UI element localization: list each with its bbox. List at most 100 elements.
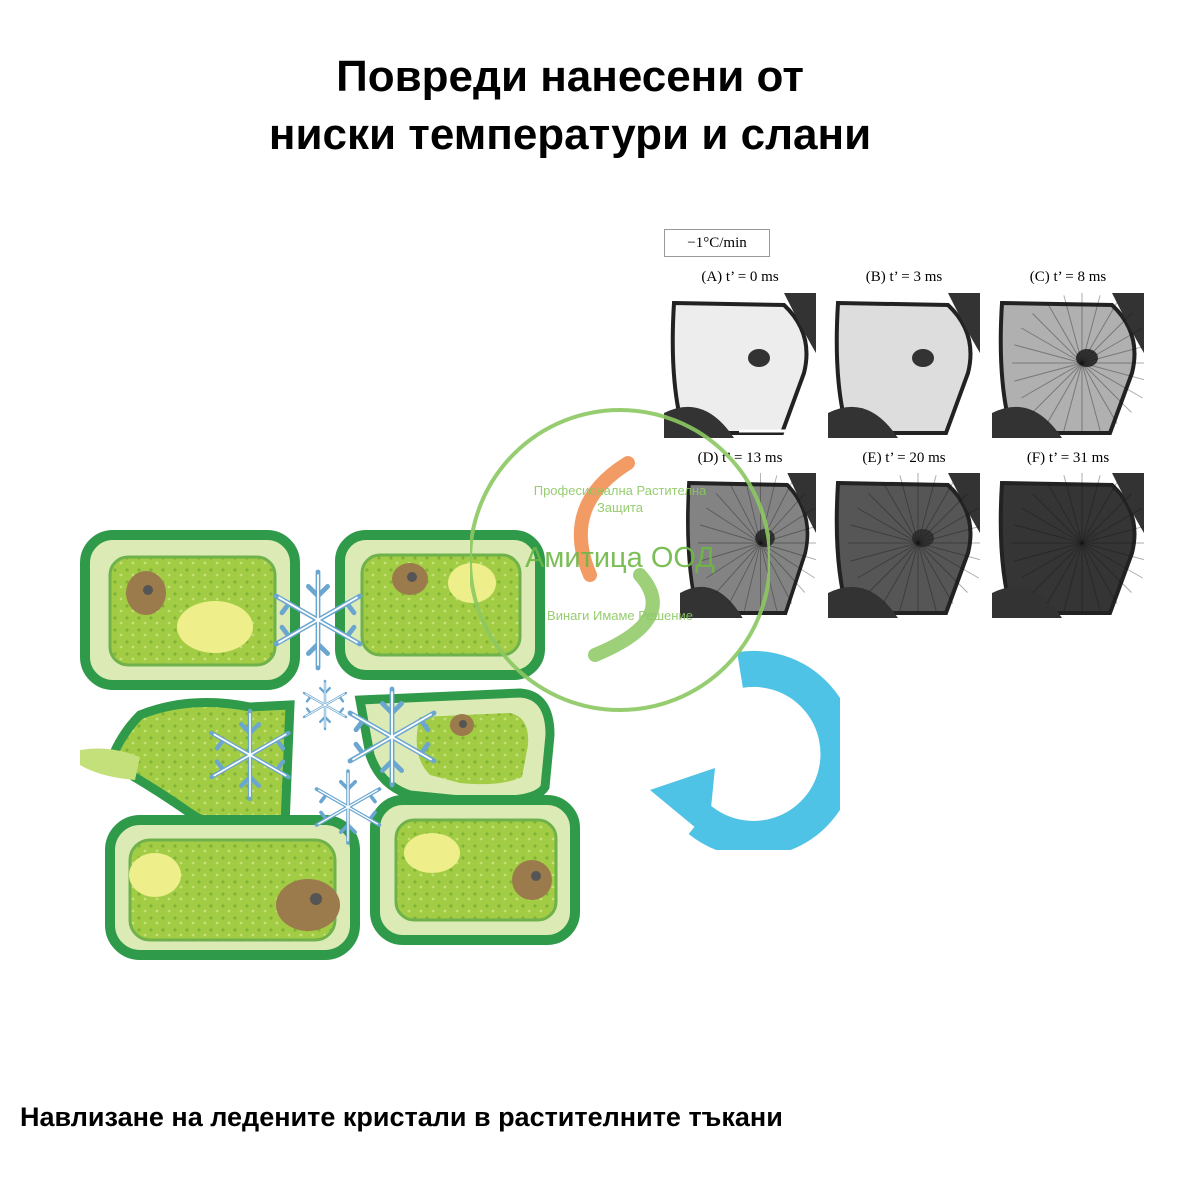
ice-front-streak [1063, 542, 1083, 611]
ice-front-streak [1081, 507, 1143, 544]
nucleus-spot [1076, 349, 1098, 367]
ice-front-streak [760, 475, 778, 544]
neighbour-cell [828, 406, 898, 438]
panel-label-d: (D) t’ = 13 ms [697, 450, 783, 466]
ice-front-streak [706, 507, 761, 544]
nucleus-spot [748, 349, 770, 367]
ice-front-streak [760, 525, 816, 544]
ice-front-streak [1021, 542, 1083, 579]
ice-front-streak [917, 493, 968, 544]
ice-front-streak [917, 507, 979, 544]
ice-front-streak [917, 525, 980, 544]
ice-front-streak [760, 542, 793, 604]
ice-front-streak [1081, 327, 1143, 364]
ice-front-streak [917, 542, 954, 604]
neighbour-cell [787, 473, 816, 533]
panel-label-b: (B) t’ = 3 ms [865, 269, 943, 285]
ice-front-streak [706, 542, 761, 579]
ice-front-streak [899, 542, 919, 611]
company-logo-watermark [470, 408, 770, 712]
ice-front-streak [1081, 475, 1101, 544]
cell-bottom-right [370, 795, 580, 945]
ice-front-streak [1046, 302, 1083, 364]
ice-front-streak [1032, 542, 1083, 593]
ice-front-streak [1081, 542, 1143, 579]
caption: Навлизане на ледените кристали в растите… [20, 1102, 783, 1132]
ice-front-streak [1021, 327, 1083, 364]
ice-front-streak [868, 542, 919, 593]
ice-front-streak [1081, 362, 1143, 399]
watermark-slogan: Винаги Имаме Решение [547, 608, 693, 623]
ice-front-streak [882, 542, 919, 604]
ice-front-streak [1081, 542, 1144, 561]
nucleus-spot [1076, 529, 1098, 547]
micrograph-panel-c [992, 293, 1144, 438]
ice-front-streak [1014, 524, 1083, 544]
ice-front-streak [1081, 295, 1101, 364]
watermark-line-2: Защита [596, 500, 644, 515]
cell-middle-right [354, 688, 555, 806]
ice-front-streak [917, 542, 968, 593]
micrograph-panel-f [992, 473, 1144, 618]
ice-front-streak [1014, 542, 1083, 562]
ice-front-streak [760, 542, 816, 561]
plant-cells-illustration [80, 530, 580, 960]
ice-front-streak [850, 542, 919, 562]
micrograph-panel-e [828, 473, 980, 618]
ice-front-streak [715, 542, 761, 593]
ice-front-streak [1081, 362, 1101, 431]
ice-front-streak [1032, 493, 1083, 544]
ice-front-streak [1081, 482, 1118, 544]
ice-front-streak [699, 524, 761, 544]
ice-front-streak [1081, 493, 1132, 544]
neighbour-cell [1112, 293, 1144, 353]
ice-front-streak [868, 493, 919, 544]
micrograph-panel-a [664, 293, 816, 438]
ice-front-streak [1081, 302, 1118, 364]
watermark-line-1: Професионална Растителна [533, 483, 707, 498]
neighbour-cell [992, 406, 1062, 438]
ice-front-streak [728, 542, 761, 604]
ice-front-streak [1081, 362, 1118, 424]
ice-front-streak [743, 475, 761, 544]
neighbour-cell [784, 293, 816, 353]
ice-front-streak [1081, 362, 1132, 413]
ice-front-streak [1021, 507, 1083, 544]
ice-front-streak [917, 542, 979, 579]
cooling-rate-label: −1°C/min [664, 229, 770, 257]
ice-front-streak [917, 482, 954, 544]
ice-front-streak [1081, 542, 1132, 593]
neighbour-cell [828, 586, 898, 618]
micrograph-panel-b [828, 293, 980, 438]
ice-front-streak [728, 482, 761, 544]
ice-front-streak [917, 475, 937, 544]
cell-bottom-left [105, 815, 360, 960]
ice-front-streak [699, 542, 761, 562]
neighbour-cell [948, 473, 980, 533]
micrograph-panel-d [680, 473, 816, 618]
neighbour-cell [664, 406, 734, 438]
ice-front-streak [1046, 362, 1083, 424]
panel-label-a: (A) t’ = 0 ms [701, 269, 779, 285]
ice-front-streak [743, 542, 761, 611]
ice-front-streak [1021, 362, 1083, 399]
ice-front-streak [1014, 362, 1083, 382]
ice-front-streak [1081, 345, 1144, 364]
neighbour-cell [1112, 473, 1144, 533]
ice-front-streak [1063, 362, 1083, 431]
panel-label-f: (F) t’ = 31 ms [1026, 450, 1110, 466]
cell-middle-left [80, 698, 295, 835]
ice-front-streak [1032, 362, 1083, 413]
ice-front-streak [1032, 313, 1083, 364]
ice-front-streak [1014, 344, 1083, 364]
watermark-tagline: Професионална Растителна Защита [480, 482, 760, 516]
neighbour-cell [992, 586, 1062, 618]
neighbour-cell [680, 586, 743, 618]
cycle-arrow-icon [650, 650, 840, 850]
title-line-2: ниски температури и слани [268, 110, 872, 159]
ice-front-streak [1081, 525, 1144, 544]
ice-front-streak [882, 482, 919, 544]
nucleus-spot [912, 349, 934, 367]
ice-front-streak [1081, 542, 1118, 604]
ice-front-streak [857, 542, 919, 579]
